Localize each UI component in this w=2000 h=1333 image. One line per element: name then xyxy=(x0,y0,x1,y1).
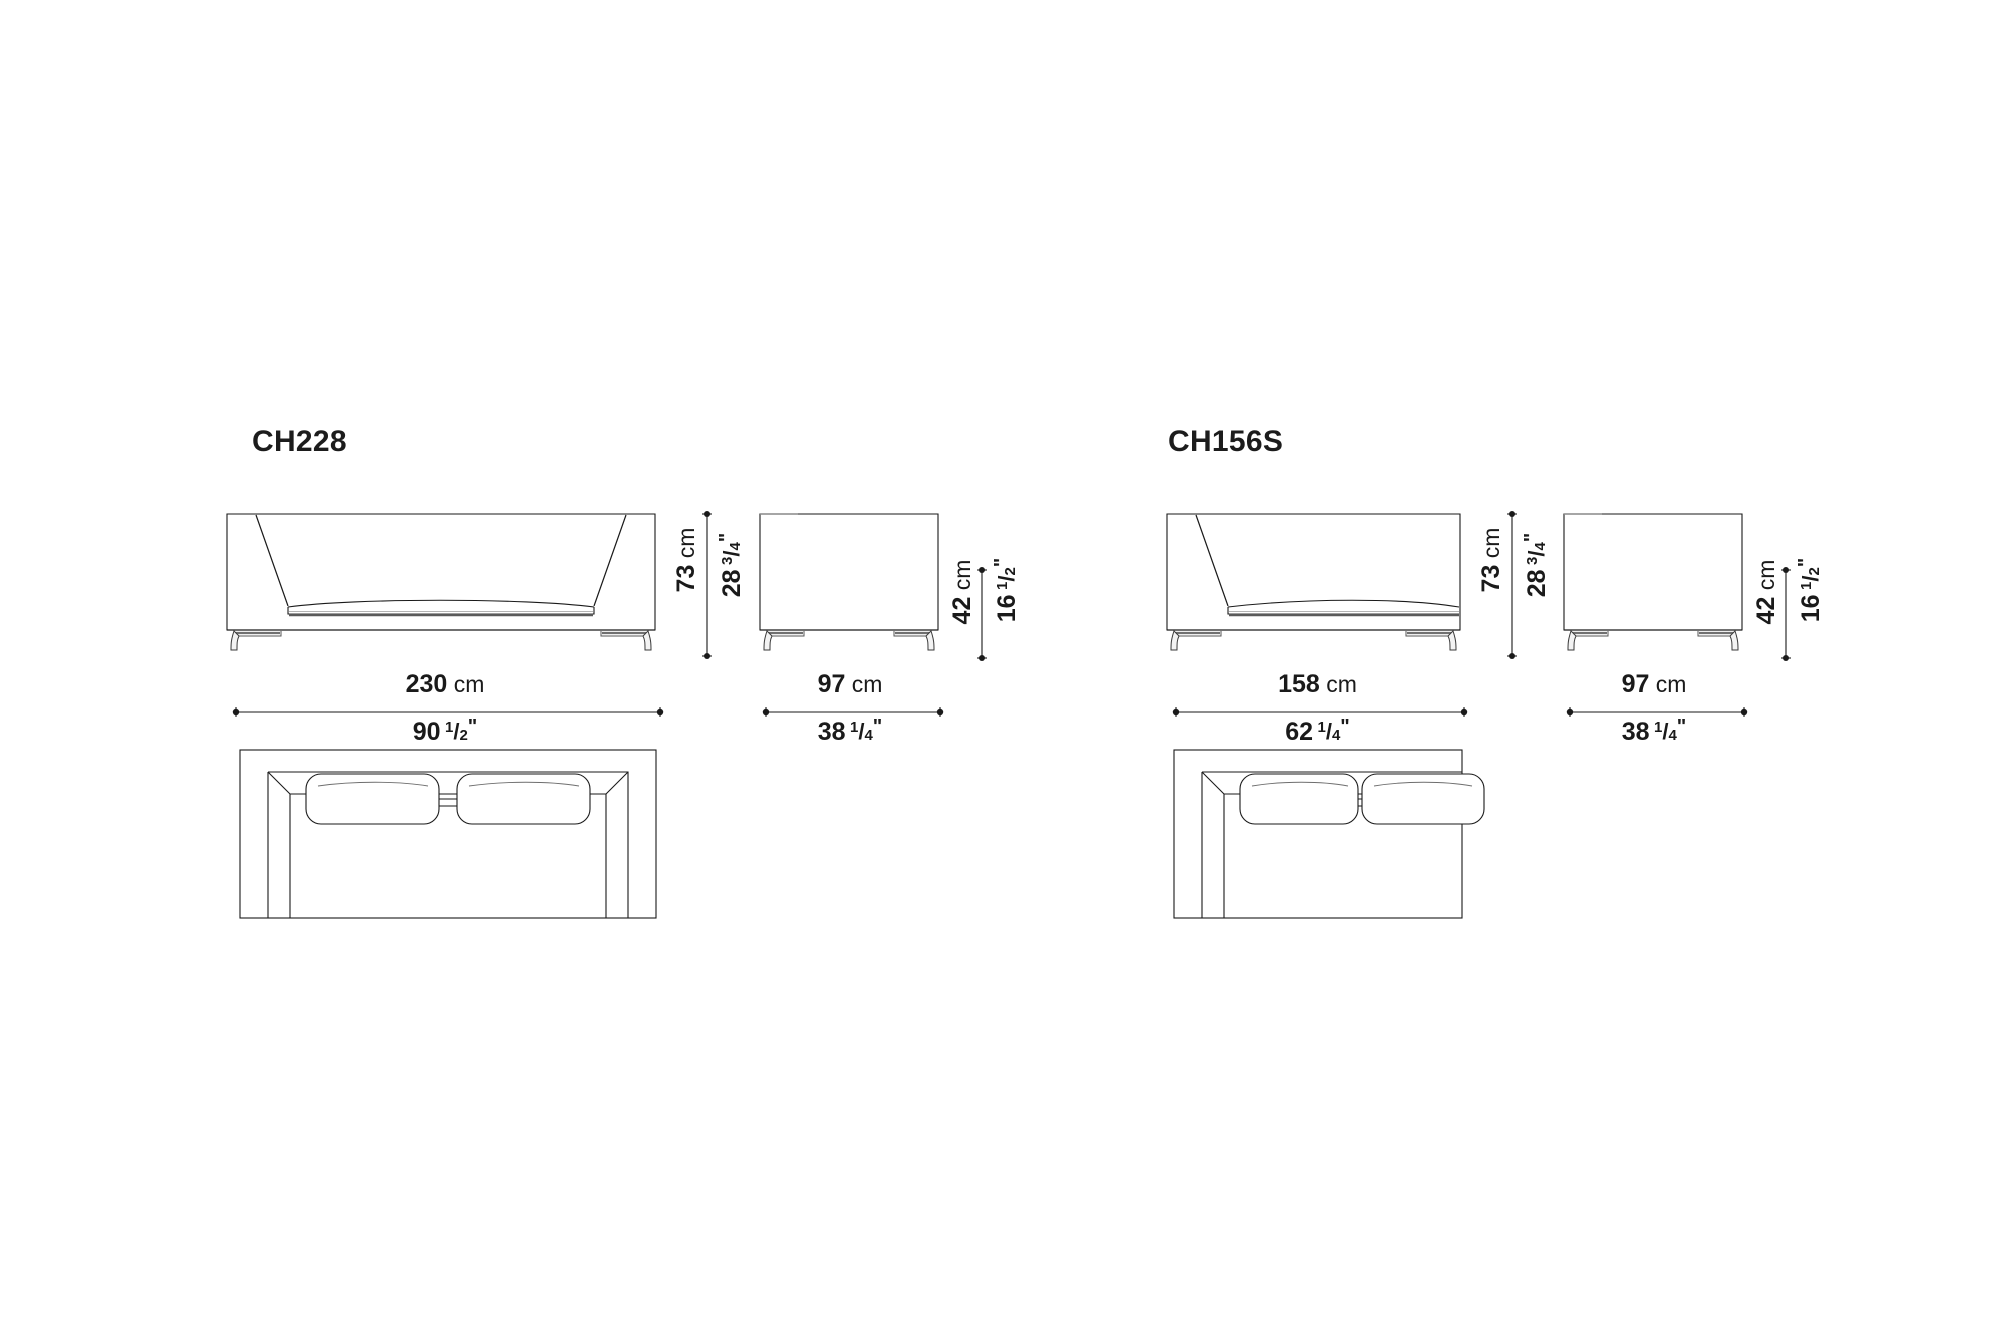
ch156s-height-dimension-line xyxy=(1507,511,1517,659)
ch228-plan-view xyxy=(238,748,658,920)
ch228-depth-cm-label: 97 cm xyxy=(817,670,883,698)
ch156s-depth-dimension-line xyxy=(1566,707,1748,717)
ch156s-depth-cm-label: 97 cm xyxy=(1621,670,1687,698)
ch156s-seat-height-inch-label: 16 1/2" xyxy=(1795,557,1825,623)
ch156s-height-inch-label: 28 3/4" xyxy=(1521,532,1551,598)
ch228-width-cm-label: 230 cm xyxy=(405,670,485,698)
ch156s-depth-inch-label: 38 1/4" xyxy=(1621,716,1687,746)
page-title-ch228: CH228 xyxy=(252,425,347,458)
ch156s-seat-height-dimension-line xyxy=(1781,567,1791,661)
ch156s-seat-height-cm-label: 42 cm xyxy=(1752,559,1780,625)
ch228-seat-height-dimension-line xyxy=(977,567,987,661)
ch228-width-inch-label: 90 1/2" xyxy=(412,716,478,746)
ch228-front-elevation xyxy=(225,512,657,652)
ch228-height-dimension-line xyxy=(702,511,712,659)
ch228-width-dimension-line xyxy=(232,707,664,717)
ch156s-front-elevation xyxy=(1165,512,1462,652)
ch156s-height-cm-label: 73 cm xyxy=(1477,527,1505,593)
ch156s-width-cm-label: 158 cm xyxy=(1278,670,1357,698)
product-block-ch156s: CH156S xyxy=(1166,425,1825,919)
page-title-ch156s: CH156S xyxy=(1168,425,1284,458)
ch228-depth-dimension-line xyxy=(762,707,944,717)
ch156s-width-dimension-line xyxy=(1172,707,1468,717)
ch228-depth-inch-label: 38 1/4" xyxy=(817,716,883,746)
ch156s-plan-view xyxy=(1172,748,1485,920)
product-block-ch228: CH228 xyxy=(225,425,1021,920)
ch156s-side-elevation xyxy=(1562,512,1744,652)
ch156s-width-inch-label: 62 1/4" xyxy=(1285,716,1350,746)
ch228-side-elevation xyxy=(758,512,940,652)
